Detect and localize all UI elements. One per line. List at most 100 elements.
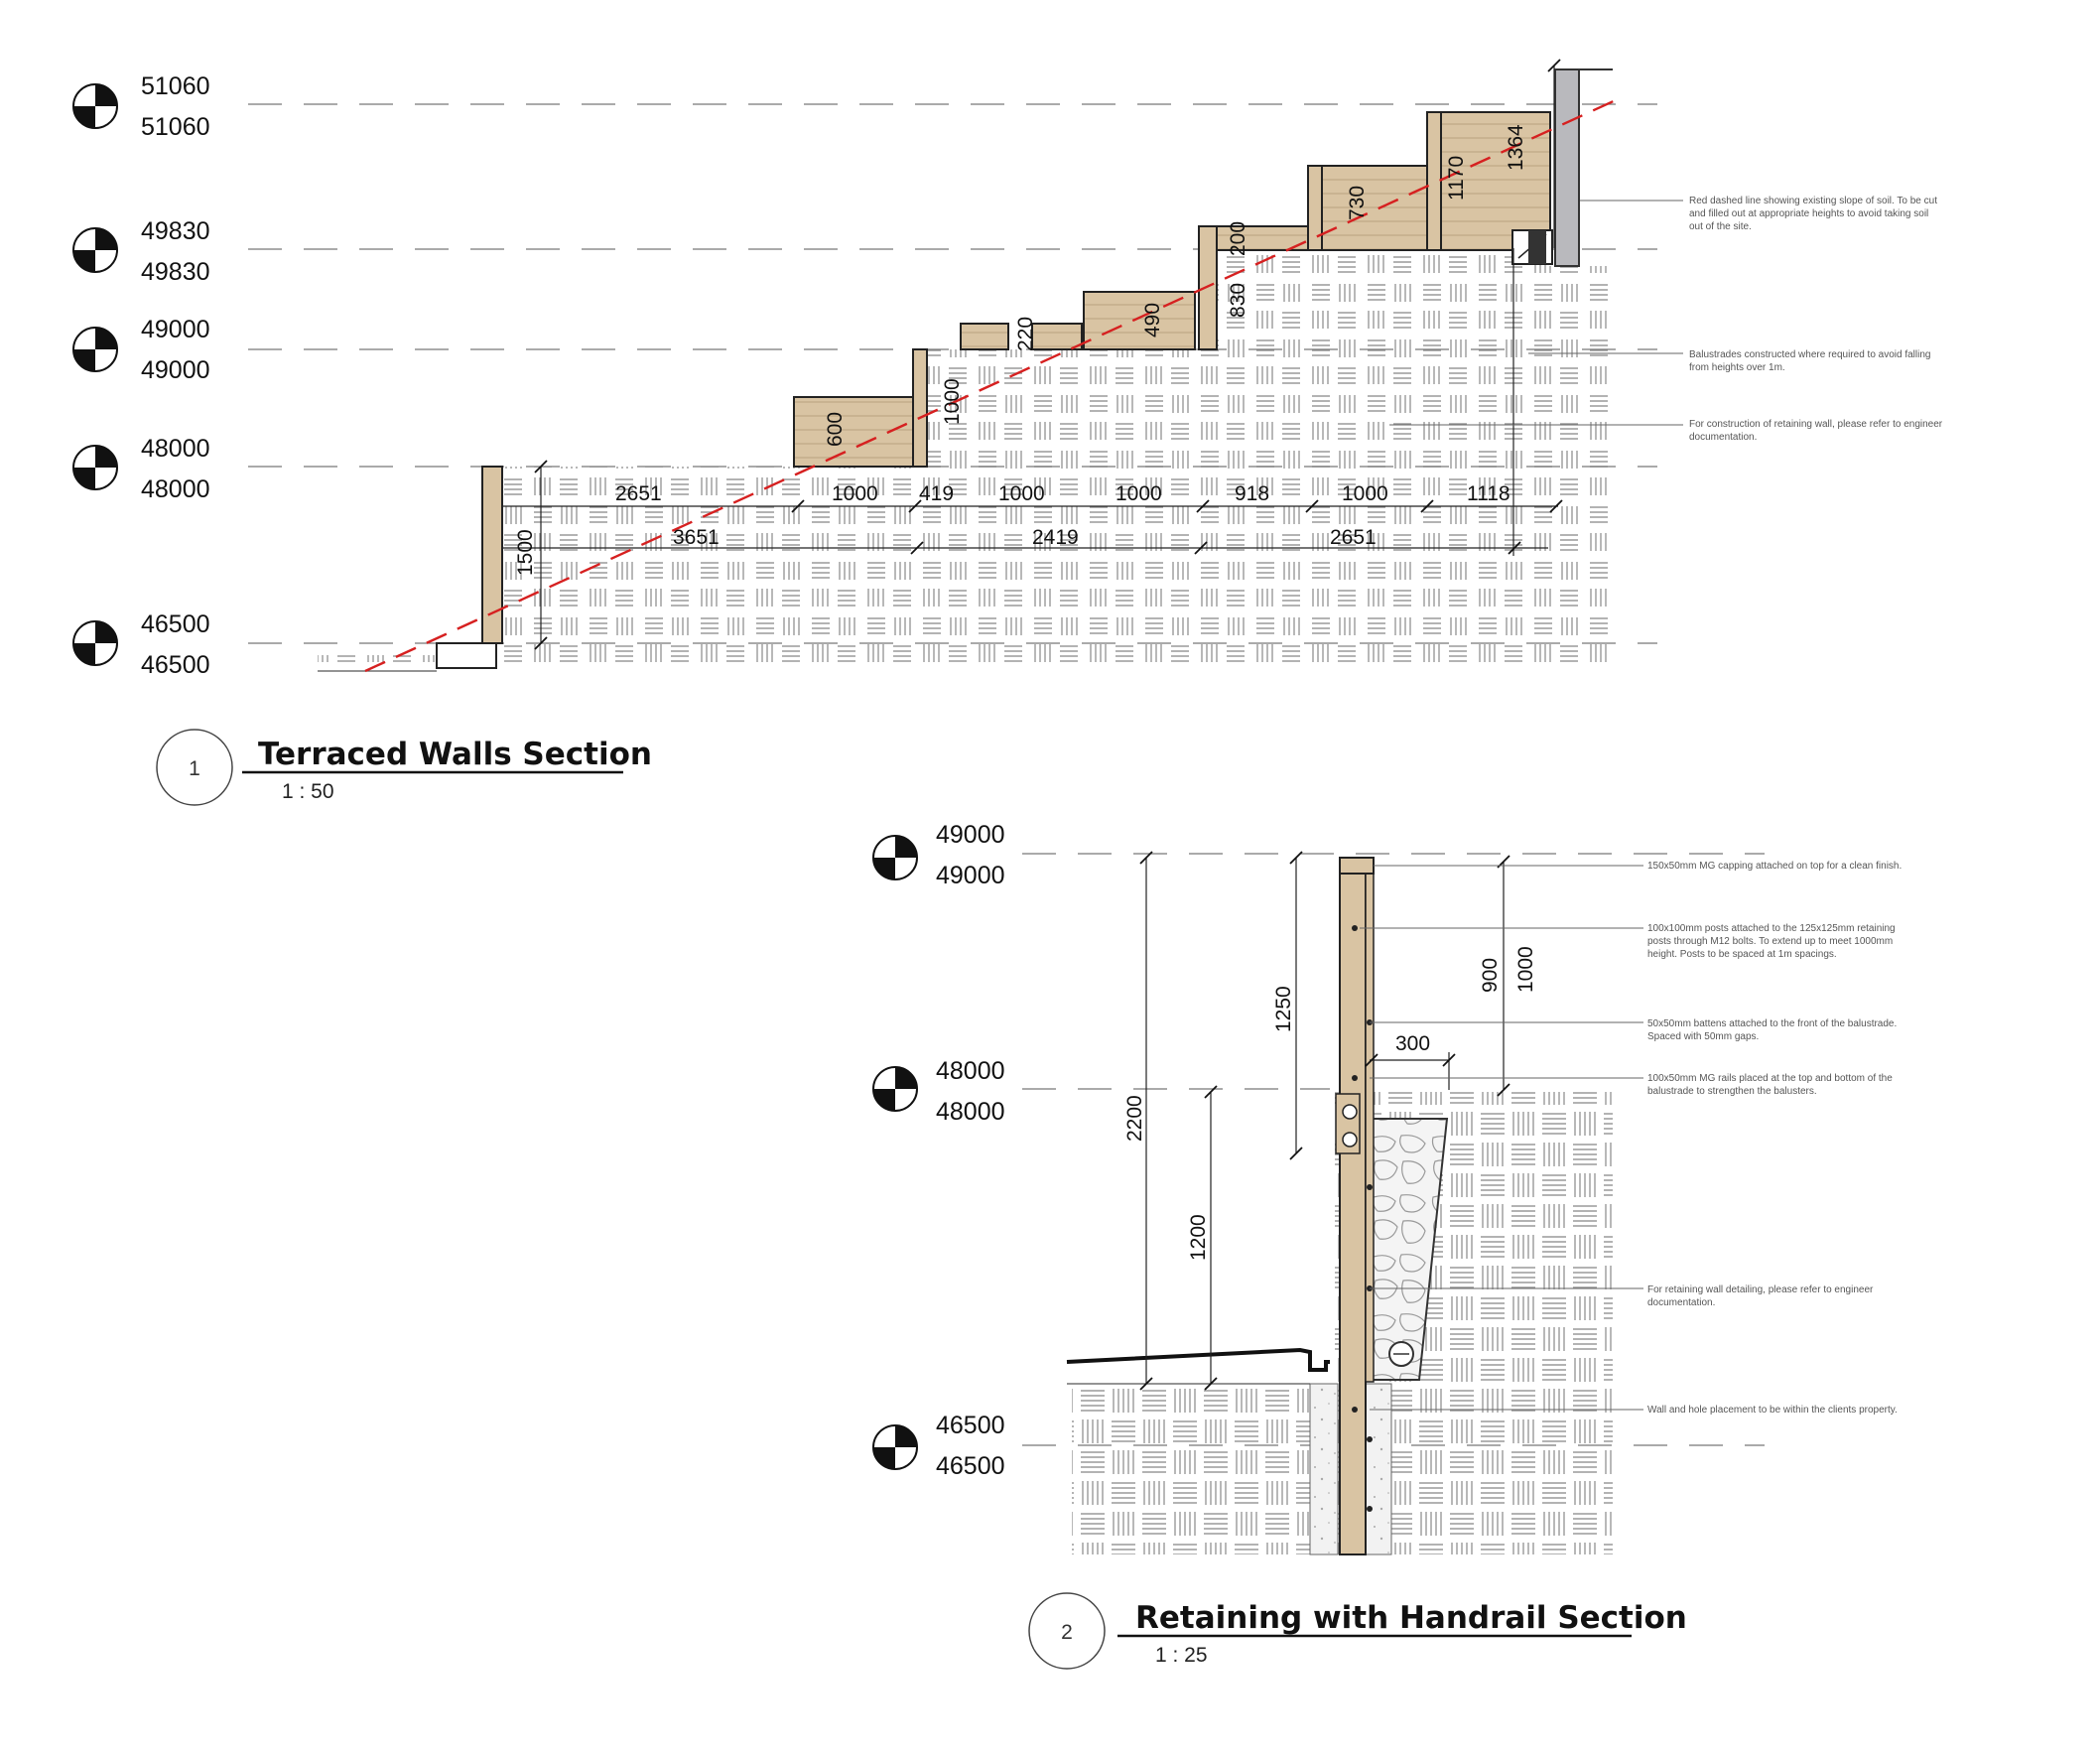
section1-notes (1389, 200, 1683, 426)
level-label-top: 48000 (141, 435, 210, 463)
note-posts-line1: 100x100mm posts attached to the 125x125m… (1647, 923, 1896, 934)
top-retaining-wall (1554, 68, 1580, 267)
dim-1000-vertical: 1000 (941, 378, 964, 425)
dim-1500: 1500 (514, 529, 537, 576)
section2-title: Retaining with Handrail Section (1135, 1600, 1687, 1636)
dim-220: 220 (1014, 317, 1037, 351)
step-220 (960, 323, 1009, 350)
level-label-top: 49000 (936, 821, 1005, 849)
sleeper-face (1365, 865, 1375, 1383)
level-label-bottom: 46500 (141, 651, 210, 679)
section1-terraced-walls: 51060 51060 49830 49830 49000 49000 4800… (72, 59, 1943, 806)
level-label-top: 49000 (141, 316, 210, 343)
dim-419: 419 (919, 482, 954, 505)
level-label-bottom: 49000 (936, 862, 1005, 889)
section1-number: 1 (189, 757, 200, 780)
section2-dimensions (1139, 851, 1510, 1391)
retaining-post (1339, 857, 1367, 1555)
section2-number-bubble (1028, 1592, 1106, 1670)
note-rails-line1: 100x50mm MG rails placed at the top and … (1647, 1073, 1893, 1084)
retaining-wall-3 (1198, 225, 1218, 350)
dim-1000: 1000 (1342, 482, 1388, 505)
note-slope-line2: and filled out at appropriate heights to… (1689, 208, 1928, 219)
dim-300: 300 (1395, 1032, 1430, 1055)
level-label-top: 49830 (141, 217, 210, 245)
dim-1000: 1000 (998, 482, 1045, 505)
level-marker-48000 (872, 1066, 918, 1112)
dim-1000: 1000 (1514, 946, 1537, 993)
level-label-top: 46500 (936, 1412, 1005, 1439)
dim-2419: 2419 (1032, 526, 1079, 549)
section1-soil-fill (318, 199, 1610, 671)
note-posts-line2: posts through M12 bolts. To extend up to… (1647, 936, 1893, 947)
note-engineer-line1: For construction of retaining wall, plea… (1689, 419, 1943, 430)
existing-slope-line (364, 97, 1619, 673)
level-marker-48000 (72, 445, 118, 490)
retaining-wall-5 (1426, 111, 1442, 251)
level-marker-49830 (72, 227, 118, 273)
retaining-wall-4 (1307, 165, 1323, 251)
note-engineer-line2: documentation. (1689, 432, 1757, 443)
step-220b (1031, 323, 1083, 350)
section1-dimensions (502, 59, 1563, 650)
concrete-footing (1309, 1383, 1339, 1555)
planter-box-600 (793, 396, 914, 468)
note-balustrade-line1: Balustrades constructed where required t… (1689, 349, 1930, 360)
note-capping: 150x50mm MG capping attached on top for … (1647, 861, 1902, 872)
note-engineer-line1: For retaining wall detailing, please ref… (1647, 1284, 1874, 1295)
section1-number-bubble (156, 729, 233, 806)
note-engineer-line2: documentation. (1647, 1297, 1715, 1308)
section2-number: 2 (1061, 1621, 1073, 1644)
level-marker-49000 (872, 835, 918, 880)
bolt-icon (1342, 1104, 1358, 1148)
dim-600: 600 (824, 412, 847, 447)
dim-1250: 1250 (1272, 986, 1295, 1032)
capping (1339, 857, 1375, 875)
dim-2651: 2651 (1330, 526, 1377, 549)
level-label-bottom: 48000 (141, 475, 210, 503)
level-marker-46500 (72, 620, 118, 666)
dim-730: 730 (1346, 186, 1369, 220)
level-marker-51060 (72, 83, 118, 129)
note-battens-line1: 50x50mm battens attached to the front of… (1647, 1018, 1897, 1029)
level-label-bottom: 46500 (936, 1452, 1005, 1480)
level-label-top: 51060 (141, 72, 210, 100)
level-label-bottom: 49000 (141, 356, 210, 384)
level-marker-46500 (872, 1424, 918, 1470)
section2-retaining-handrail: 49000 49000 48000 48000 46500 46500 (872, 821, 1902, 1670)
footing-post (1528, 230, 1546, 264)
dim-918: 918 (1235, 482, 1269, 505)
section1-scale: 1 : 50 (282, 780, 334, 803)
dim-1000: 1000 (1116, 482, 1162, 505)
note-slope-line3: out of the site. (1689, 221, 1752, 232)
level-label-top: 48000 (936, 1057, 1005, 1085)
level-label-top: 46500 (141, 610, 210, 638)
dim-1170: 1170 (1445, 156, 1468, 201)
lower-soil (1072, 1384, 1335, 1554)
dim-1000: 1000 (832, 482, 878, 505)
note-rails-line2: balustrade to strengthen the balusters. (1647, 1086, 1817, 1097)
dim-1200: 1200 (1187, 1214, 1210, 1261)
note-battens-line2: Spaced with 50mm gaps. (1647, 1031, 1759, 1042)
note-posts-line3: height. Posts to be spaced at 1m spacing… (1647, 949, 1837, 960)
level-label-bottom: 48000 (936, 1098, 1005, 1126)
dim-3651: 3651 (673, 526, 720, 549)
level-label-bottom: 51060 (141, 113, 210, 141)
retaining-wall-1 (481, 466, 503, 644)
section2-notes (1360, 865, 1643, 1411)
dim-900: 900 (1479, 958, 1502, 993)
ground-surface (1066, 1347, 1330, 1372)
dim-490: 490 (1141, 303, 1164, 338)
dim-2200: 2200 (1123, 1095, 1146, 1142)
dim-1118: 1118 (1467, 482, 1510, 505)
note-balustrade-line2: from heights over 1m. (1689, 362, 1785, 373)
dim-200: 200 (1227, 221, 1249, 256)
dim-830: 830 (1227, 283, 1249, 318)
dim-2651: 2651 (615, 482, 662, 505)
wall-footing (436, 642, 497, 669)
section2-scale: 1 : 25 (1155, 1644, 1208, 1667)
retaining-wall-2 (912, 348, 928, 468)
level-marker-49000 (72, 327, 118, 372)
level-label-bottom: 49830 (141, 258, 210, 286)
